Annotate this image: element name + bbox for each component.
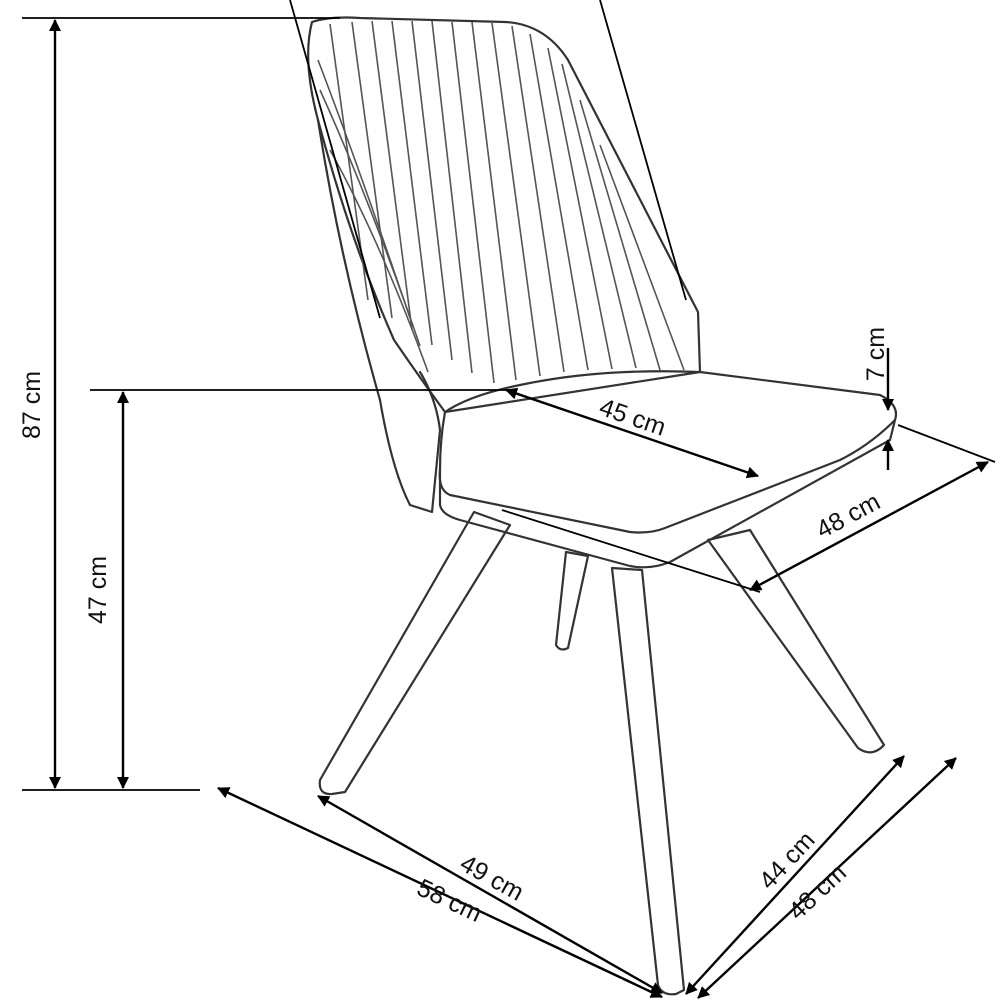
dim-line-depth-inner [685, 755, 905, 995]
dimension-labels: 87 cm 47 cm 45 cm 7 cm 48 cm 49 cm 58 cm… [18, 327, 890, 928]
front-left-leg [318, 510, 512, 796]
label-seat-thickness: 7 cm [862, 327, 890, 381]
chair-side-panel [316, 118, 442, 514]
dim-line-base-inner [317, 794, 663, 995]
dim-line-seat-depth [505, 387, 759, 479]
side-ribs [317, 59, 429, 373]
label-seat-width: 48 cm [812, 488, 885, 545]
dimension-lines [49, 19, 989, 999]
label-total-height: 87 cm [18, 371, 46, 439]
back-right-leg [706, 528, 886, 754]
chair-seat [438, 370, 898, 534]
front-right-leg [610, 566, 686, 996]
back-left-leg [554, 550, 590, 651]
label-seat-height: 47 cm [84, 556, 112, 624]
dim-line-depth-outer [697, 757, 957, 999]
extension-lines [22, 0, 996, 791]
dim-line-seat-width [749, 460, 989, 592]
chair-seat-edge [438, 418, 897, 569]
backrest-ribs [329, 20, 685, 384]
dim-line-base-outer [217, 786, 663, 999]
